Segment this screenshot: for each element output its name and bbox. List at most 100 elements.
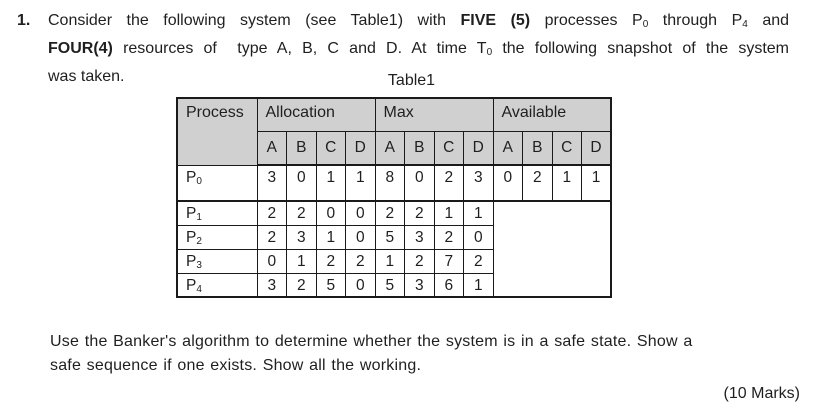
table-row: P4 3 2 5 0 5 3 6 1 (176, 272, 611, 298)
subheader-col-b: B (404, 130, 435, 166)
alloc-cell: 2 (256, 200, 287, 226)
process-cell: P1 (176, 200, 258, 226)
subheader-col-d: D (581, 130, 612, 166)
table-caption: Table1 (387, 72, 436, 89)
alloc-cell: 3 (256, 164, 287, 202)
table-row: P3 0 1 2 2 1 2 7 2 (176, 248, 611, 274)
alloc-cell: 0 (345, 224, 376, 250)
text-segment: through P (648, 12, 743, 29)
header-row-resources: A B C D A B C D A B C D (177, 130, 612, 166)
subheader-col-b: B (286, 130, 317, 166)
process-cell: P0 (176, 164, 258, 202)
alloc-cell: 3 (286, 224, 317, 250)
intro-line-1: Consider the following system (see Table… (48, 9, 789, 37)
alloc-cell: 0 (315, 200, 346, 226)
alloc-cell: 0 (345, 200, 376, 226)
max-cell: 7 (433, 248, 464, 274)
subscript: 0 (642, 19, 649, 30)
max-cell: 3 (463, 164, 494, 202)
process-subscript: 2 (196, 235, 202, 247)
text-segment: the following snapshot of the system (492, 40, 789, 57)
alloc-cell: 0 (286, 164, 317, 202)
bold-text: FIVE (5) (460, 12, 531, 29)
alloc-cell: 2 (286, 200, 317, 226)
alloc-cell: 1 (315, 224, 346, 250)
max-cell: 2 (404, 248, 435, 274)
process-label: P (186, 276, 197, 294)
max-cell: 2 (433, 164, 464, 202)
alloc-cell: 1 (345, 164, 376, 202)
text-segment: processes P (530, 12, 643, 29)
max-cell: 3 (404, 272, 435, 298)
max-cell: 2 (404, 200, 435, 226)
header-allocation: Allocation (256, 97, 376, 132)
process-label: P (186, 228, 197, 246)
question-number: 1. (17, 12, 31, 29)
avail-cell: 0 (492, 164, 523, 202)
max-cell: 0 (404, 164, 435, 202)
max-cell: 1 (463, 200, 494, 226)
marks-label: (10 Marks) (723, 385, 800, 402)
table-row: P0 3 0 1 1 8 0 2 3 0 2 1 1 (176, 164, 612, 202)
header-row-groups: Process Allocation Max Available (176, 97, 612, 166)
header-max: Max (374, 97, 494, 132)
empty-merged-cell (492, 200, 612, 298)
process-label: P (186, 252, 197, 270)
subheader-col-b: B (522, 130, 553, 166)
max-cell: 5 (374, 224, 405, 250)
max-cell: 8 (374, 164, 405, 202)
max-cell: 1 (374, 248, 405, 274)
alloc-cell: 2 (286, 272, 317, 298)
question-intro: Consider the following system (see Table… (48, 9, 789, 89)
process-cell: P4 (176, 272, 258, 298)
alloc-cell: 2 (345, 248, 376, 274)
header-process: Process (176, 97, 258, 166)
text-segment: resources of type A, B, C and D. At time… (112, 40, 487, 57)
question-line-1: Use the Banker's algorithm to determine … (50, 333, 693, 350)
alloc-cell: 3 (256, 272, 287, 298)
text-segment: and (747, 12, 790, 29)
max-cell: 2 (374, 200, 405, 226)
max-cell: 3 (404, 224, 435, 250)
intro-line-3: was taken. (48, 68, 125, 85)
subheader-col-a: A (374, 130, 405, 166)
alloc-cell: 1 (315, 164, 346, 202)
process-cell: P2 (176, 224, 258, 250)
bold-text: FOUR(4) (48, 40, 113, 57)
process-cell: P3 (176, 248, 258, 274)
subheader-col-c: C (315, 130, 346, 166)
text-segment: Consider the following system (see Table… (48, 12, 461, 29)
alloc-cell: 2 (256, 224, 287, 250)
max-cell: 1 (433, 200, 464, 226)
process-subscript: 1 (196, 212, 202, 223)
max-cell: 2 (463, 248, 494, 274)
header-available: Available (492, 97, 612, 132)
max-cell: 6 (433, 272, 464, 298)
question-text: Use the Banker's algorithm to determine … (50, 330, 790, 378)
alloc-cell: 0 (256, 248, 287, 274)
subheader-col-c: C (551, 130, 582, 166)
process-subscript: 0 (196, 175, 202, 187)
subheader-col-c: C (433, 130, 464, 166)
subscript: 0 (486, 47, 493, 58)
subscript: 4 (742, 19, 748, 30)
max-cell: 2 (433, 224, 464, 250)
process-label: P (186, 168, 197, 186)
table-row: P1 2 2 0 0 2 2 1 1 (176, 200, 612, 298)
alloc-cell: 1 (286, 248, 317, 274)
snapshot-table: Process Allocation Max Available A B C D… (176, 97, 612, 298)
avail-cell: 1 (581, 164, 612, 202)
intro-line-2: FOUR(4) resources of type A, B, C and D.… (48, 37, 789, 65)
avail-cell: 2 (522, 164, 553, 202)
subheader-col-a: A (492, 130, 523, 166)
max-cell: 1 (463, 272, 494, 298)
subheader-col-d: D (345, 130, 376, 166)
subheader-col-d: D (463, 130, 494, 166)
question-line-2: safe sequence if one exists. Show all th… (50, 357, 422, 374)
alloc-cell: 2 (315, 248, 346, 274)
process-subscript: 4 (196, 283, 202, 295)
alloc-cell: 5 (315, 272, 346, 298)
subheader-col-a: A (256, 130, 287, 166)
process-label: P (186, 205, 197, 222)
max-cell: 0 (463, 224, 494, 250)
